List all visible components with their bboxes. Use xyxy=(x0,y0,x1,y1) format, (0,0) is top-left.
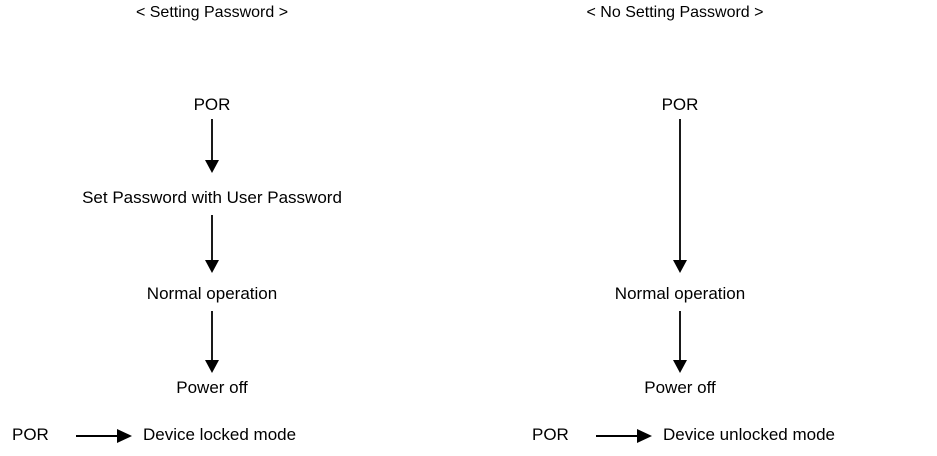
summary-right-arrow xyxy=(596,429,652,443)
arrow-shaft xyxy=(211,311,213,360)
arrow-shaft xyxy=(76,435,120,437)
arrow-left-normal-operation-to-power-off xyxy=(204,311,220,373)
summary-left-target: Device locked mode xyxy=(143,425,297,444)
arrow-shaft xyxy=(596,435,640,437)
summary-right-source: POR xyxy=(532,425,569,444)
node-right-power-off: Power off xyxy=(644,378,716,397)
node-left-por: POR xyxy=(193,95,231,114)
arrow-right-por-to-normal-operation xyxy=(672,119,688,273)
summary-left-source: POR xyxy=(12,425,49,444)
column-header-setting-password: < Setting Password > xyxy=(135,4,289,21)
node-left-normal-operation: Normal operation xyxy=(146,284,278,303)
arrowhead-down-icon xyxy=(205,260,219,273)
arrowhead-right-icon xyxy=(637,429,652,443)
arrow-shaft xyxy=(679,119,681,260)
node-right-por: POR xyxy=(661,95,699,114)
arrow-shaft xyxy=(211,119,213,160)
arrowhead-right-icon xyxy=(117,429,132,443)
node-right-normal-operation: Normal operation xyxy=(614,284,746,303)
summary-left-arrow xyxy=(76,429,132,443)
arrow-left-por-to-set-password xyxy=(204,119,220,173)
summary-right-target: Device unlocked mode xyxy=(663,425,835,444)
arrowhead-down-icon xyxy=(205,160,219,173)
arrowhead-down-icon xyxy=(205,360,219,373)
arrow-right-normal-operation-to-power-off xyxy=(672,311,688,373)
arrow-shaft xyxy=(211,215,213,260)
arrow-left-set-password-to-normal-operation xyxy=(204,215,220,273)
arrow-shaft xyxy=(679,311,681,360)
arrowhead-down-icon xyxy=(673,260,687,273)
column-header-no-setting-password: < No Setting Password > xyxy=(586,4,764,21)
node-left-set-password: Set Password with User Password xyxy=(82,188,342,207)
node-left-power-off: Power off xyxy=(176,378,248,397)
arrowhead-down-icon xyxy=(673,360,687,373)
